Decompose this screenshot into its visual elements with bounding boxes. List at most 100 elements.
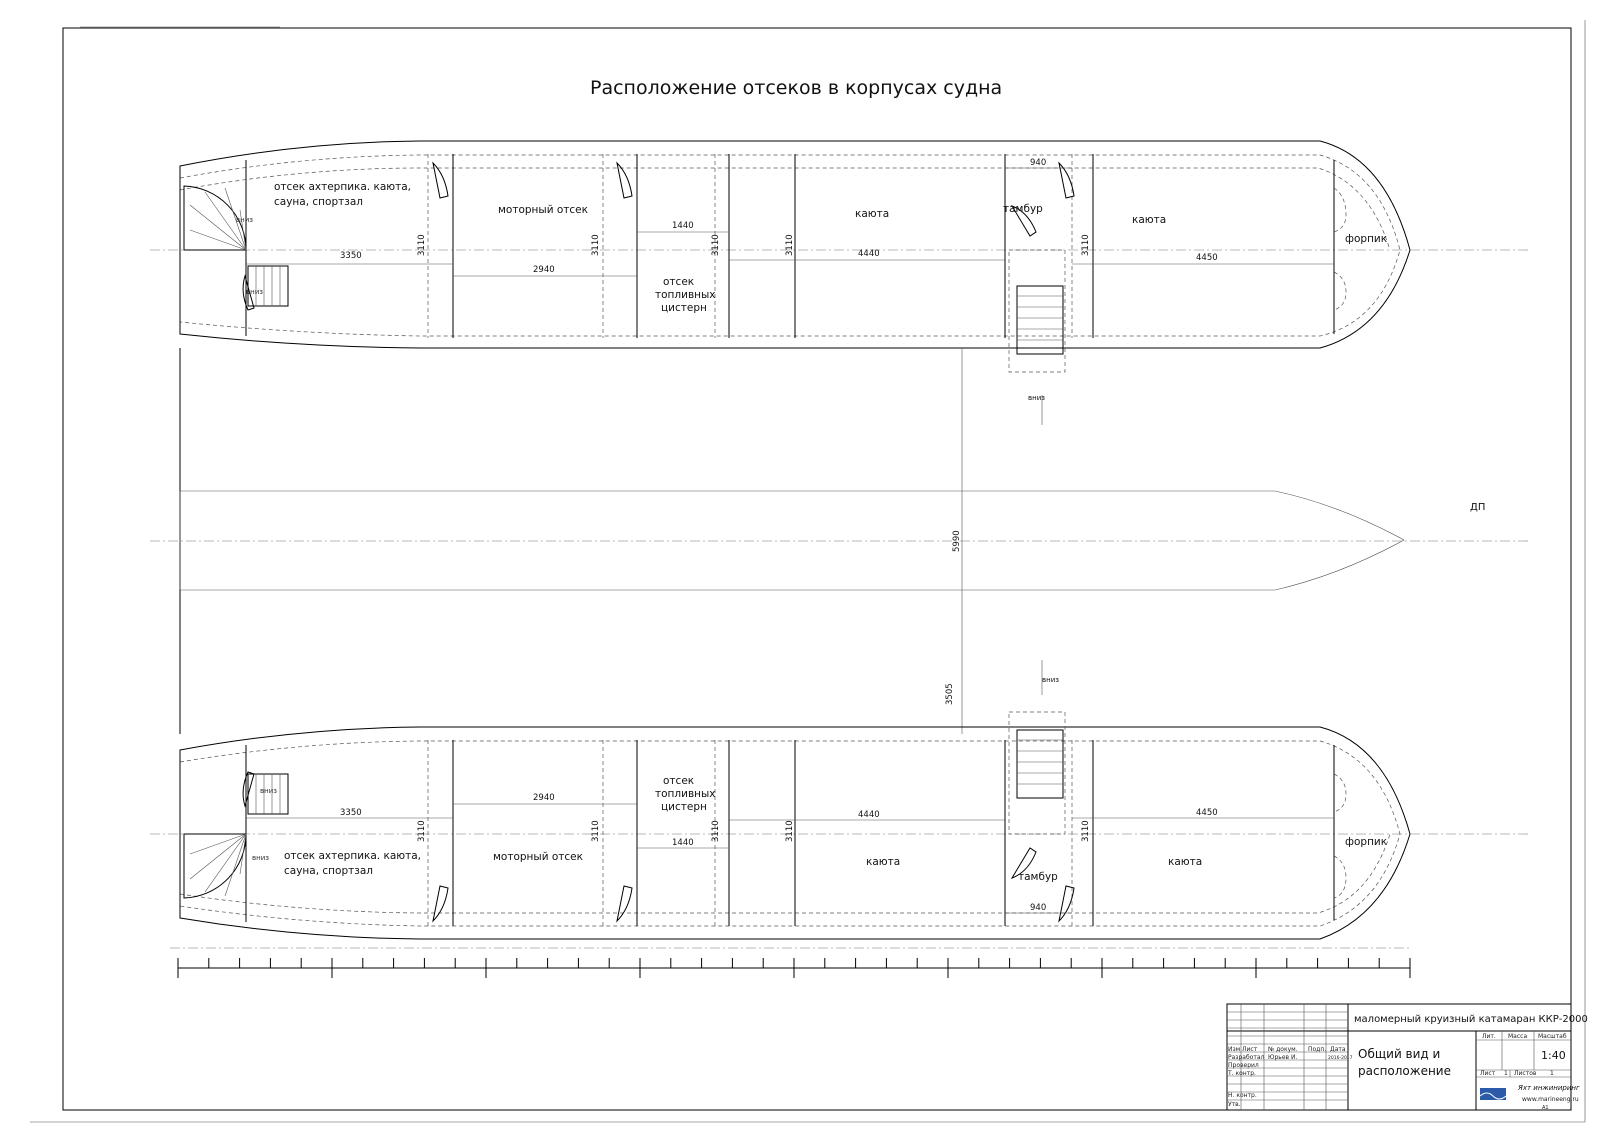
tb-project: маломерный круизный катамаран ККР-2000	[1354, 1014, 1588, 1025]
door-icon	[1010, 847, 1037, 879]
bottom-fuel-label-2: топливных	[655, 788, 716, 800]
tb-row-utv: Утв.	[1228, 1101, 1241, 1108]
top-down-label-1: вниз	[236, 216, 253, 224]
tb-razrab-date: 2016-2017	[1328, 1055, 1353, 1061]
top-dim-4440: 4440	[858, 249, 880, 259]
door-icon	[432, 161, 449, 199]
bottom-dim-3110-c: 3110	[711, 820, 721, 842]
tb-drawing-name-1: Общий вид и	[1358, 1047, 1440, 1061]
bottom-spiral-stair	[183, 833, 247, 899]
bottom-fuel-label-1: отсек	[663, 775, 694, 787]
top-hull-inner-line-2	[179, 167, 1391, 251]
logo-wave	[1479, 1092, 1507, 1100]
top-fuel-label-1: отсек	[663, 276, 694, 288]
bottom-down-label-1: вниз	[260, 787, 277, 795]
top-dim-3110-b: 3110	[591, 234, 601, 256]
stair-tread	[189, 833, 247, 855]
hatch-inner	[1016, 729, 1064, 799]
bottom-forepeak-detail	[1333, 773, 1347, 813]
top-vestibule-label: тамбур	[1003, 203, 1043, 215]
top-dim-3350: 3350	[340, 251, 362, 261]
top-hull: отсек ахтерпика. каюта, сауна, спортзал …	[150, 140, 1530, 373]
top-spiral-stair	[183, 185, 247, 251]
top-forepeak-detail-2	[1333, 271, 1347, 311]
tb-row-nkontr: Н. контр.	[1228, 1092, 1257, 1099]
top-cabin1-label: каюта	[855, 208, 889, 220]
scale-ticks	[177, 958, 1411, 978]
door-icon	[1058, 161, 1075, 199]
tb-hdr-izm: Изм	[1228, 1046, 1240, 1053]
door-icon	[616, 161, 633, 199]
centerline-label: ДП	[1470, 502, 1485, 513]
top-dim-3110-c: 3110	[711, 234, 721, 256]
top-dimensions	[246, 167, 1334, 277]
stair-tread	[189, 204, 247, 251]
door-icon	[432, 885, 449, 923]
top-dim-4450: 4450	[1196, 253, 1218, 263]
frame-scale	[170, 947, 1411, 978]
tb-row-tkontr: Т. контр.	[1227, 1070, 1256, 1077]
top-hull-outline	[179, 140, 1411, 349]
stair-tread	[239, 209, 247, 251]
bottom-aft-label-2: сауна, спортзал	[284, 865, 373, 877]
spiral-stair-quarter	[183, 185, 247, 251]
top-bulkheads	[245, 154, 1335, 338]
tb-company: Яхт инжиниринг	[1517, 1084, 1580, 1092]
title-block-frame	[1226, 1003, 1572, 1111]
bottom-hatch	[1008, 711, 1066, 835]
bottom-aft-label-1: отсек ахтерпика. каюта,	[284, 850, 421, 862]
bottom-dim-1440: 1440	[672, 838, 694, 848]
middle-down-top: вниз	[1028, 394, 1045, 402]
top-aft-label-2: сауна, спортзал	[274, 196, 363, 208]
bottom-dim-4450: 4450	[1196, 808, 1218, 818]
bottom-dim-3110-e: 3110	[1081, 820, 1091, 842]
bottom-engine-label: моторный отсек	[493, 851, 583, 863]
bottom-hull: отсек ахтерпика. каюта, сауна, спортзал …	[150, 711, 1530, 940]
stair-tread	[224, 187, 247, 251]
door-icon	[1010, 205, 1037, 237]
top-fuel-label-3: цистерн	[661, 302, 707, 314]
title-block: маломерный круизный катамаран ККР-2000 О…	[1226, 1003, 1588, 1111]
tb-format: А1	[1542, 1105, 1549, 1111]
middle-down-bottom: вниз	[1042, 676, 1059, 684]
top-engine-label: моторный отсек	[498, 204, 588, 216]
tb-hdr-masshtab: Масштаб	[1538, 1033, 1567, 1040]
bottom-hull-outline	[179, 726, 1411, 940]
stair-tread	[224, 833, 247, 897]
door-icon	[242, 274, 255, 311]
bottom-forepeak-detail-2	[1333, 855, 1347, 899]
top-dim-2940: 2940	[533, 265, 555, 275]
stair-tread	[204, 191, 247, 251]
stair-tread	[189, 229, 247, 251]
bottom-doors	[242, 771, 1075, 923]
bottom-bulkheads	[245, 740, 1335, 926]
bottom-cabin2-label: каюта	[1168, 856, 1202, 868]
top-fuel-label-2: топливных	[655, 289, 716, 301]
tb-razrab-name: Юрьев И.	[1268, 1054, 1297, 1061]
sheet-border	[62, 27, 1572, 1111]
hatch-outer	[1008, 711, 1066, 835]
tb-sheet-label: Лист	[1480, 1070, 1496, 1077]
hatch-outer	[1008, 249, 1066, 373]
deck-centre-structure	[180, 490, 1405, 591]
tb-hdr-podp: Подп.	[1308, 1046, 1326, 1053]
top-dim-3110-a: 3110	[417, 234, 427, 256]
spiral-stair-quarter	[183, 833, 247, 899]
page-title: Расположение отсеков в корпусах судна	[590, 77, 1002, 99]
bottom-dim-3110-d: 3110	[785, 820, 795, 842]
stair-box	[247, 265, 289, 307]
tb-drawing-name-2: расположение	[1358, 1064, 1451, 1078]
tb-hdr-massa: Масса	[1508, 1033, 1527, 1040]
door-icon	[242, 771, 255, 808]
stair-tread	[189, 833, 247, 880]
bottom-fuel-label-3: цистерн	[661, 801, 707, 813]
stair-tread	[204, 833, 247, 893]
top-dim-3110-e: 3110	[1081, 234, 1091, 256]
top-fore-label: форпик	[1345, 233, 1387, 245]
stair-tread	[239, 833, 247, 875]
top-aft-stair	[247, 265, 289, 307]
top-hatch	[1008, 249, 1066, 373]
door-icon	[616, 885, 633, 923]
dim-5990: 5990	[952, 530, 962, 552]
